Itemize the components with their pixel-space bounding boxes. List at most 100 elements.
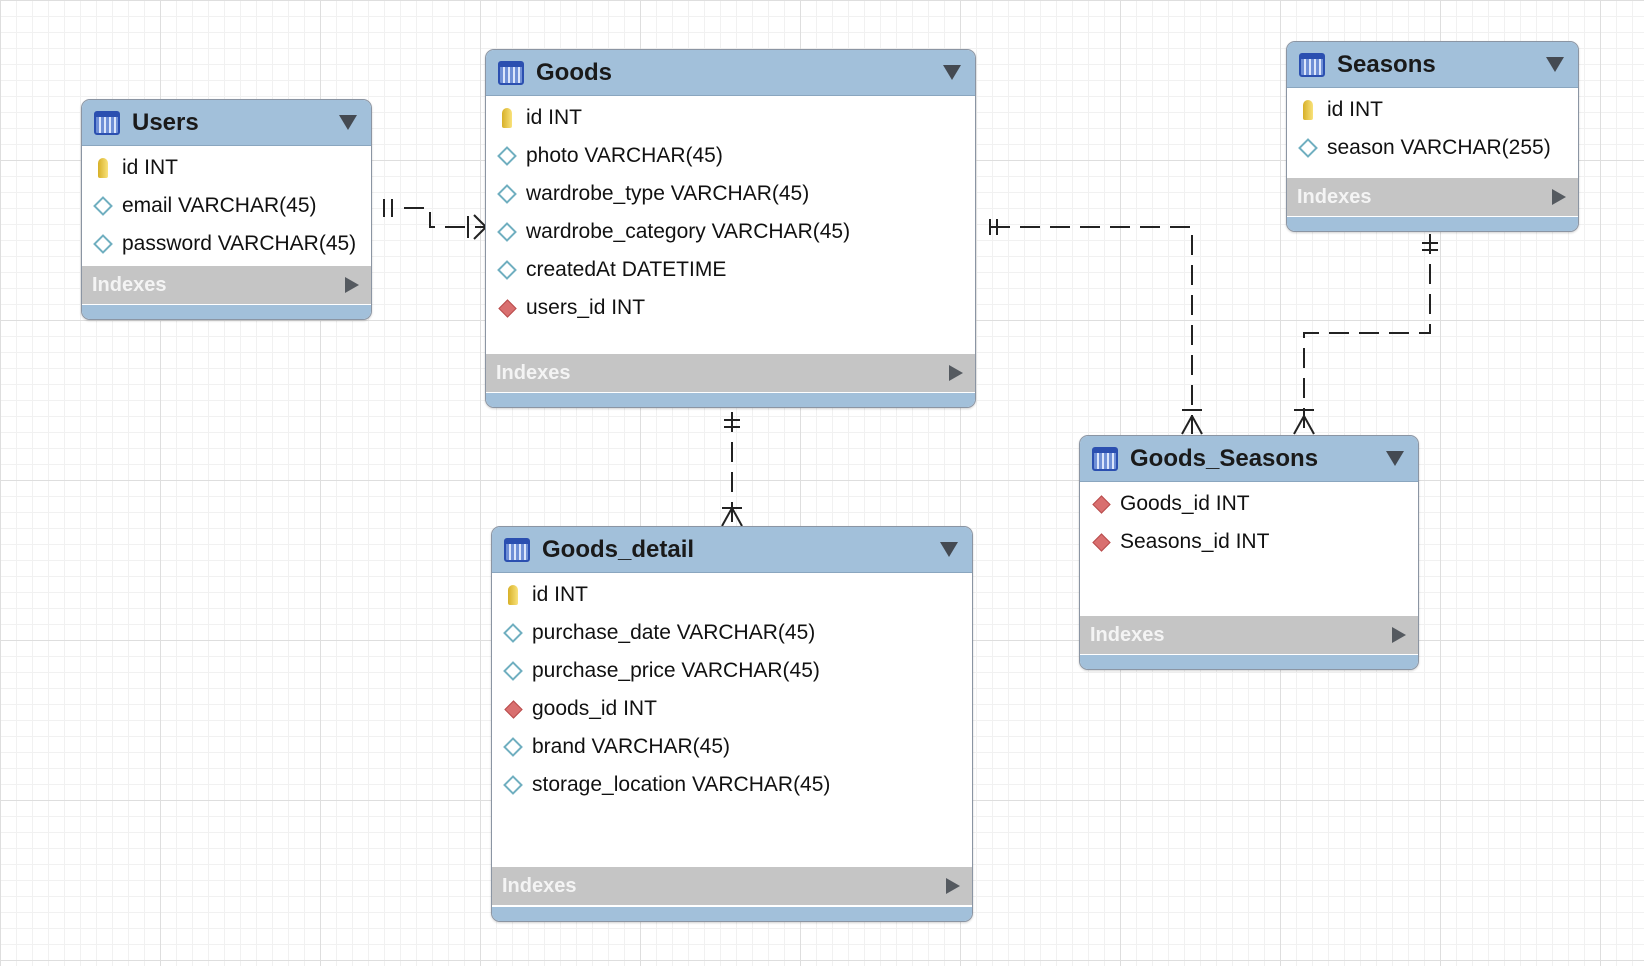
collapse-arrow-icon[interactable]: [339, 115, 357, 130]
indexes-toggle[interactable]: Indexes: [1080, 616, 1418, 654]
column-row-seasons-id[interactable]: Seasons_id INT: [1080, 523, 1418, 561]
entity-users[interactable]: Users id INT email VARCHAR(45) password …: [81, 99, 372, 320]
column-name: Goods_id INT: [1120, 492, 1250, 515]
primary-key-icon: [502, 108, 512, 128]
relationship-users-goods[interactable]: [383, 199, 487, 240]
foreign-key-icon: [503, 699, 523, 719]
column-row-storage-location[interactable]: storage_location VARCHAR(45): [492, 766, 972, 804]
column-name: season VARCHAR(255): [1327, 136, 1551, 159]
indexes-label: Indexes: [1297, 185, 1372, 208]
column-name: createdAt DATETIME: [526, 258, 727, 281]
primary-key-icon: [508, 585, 518, 605]
collapse-arrow-icon[interactable]: [943, 65, 961, 80]
entity-users-title: Users: [132, 108, 199, 136]
table-icon: [504, 537, 530, 562]
column-row-password[interactable]: password VARCHAR(45): [82, 225, 371, 263]
column-diamond-icon: [93, 196, 113, 216]
column-row-brand[interactable]: brand VARCHAR(45): [492, 728, 972, 766]
collapse-arrow-icon[interactable]: [1386, 451, 1404, 466]
column-name: purchase_price VARCHAR(45): [532, 659, 820, 682]
indexes-label: Indexes: [496, 361, 571, 384]
expand-arrow-icon: [1552, 189, 1566, 205]
column-diamond-icon: [497, 146, 517, 166]
entity-goods-header[interactable]: Goods: [486, 50, 975, 96]
table-icon: [498, 60, 524, 85]
column-row-purchase-price[interactable]: purchase_price VARCHAR(45): [492, 652, 972, 690]
entity-goods-seasons-header[interactable]: Goods_Seasons: [1080, 436, 1418, 482]
entity-goods-detail[interactable]: Goods_detail id INT purchase_date VARCHA…: [491, 526, 973, 922]
column-row-users-id[interactable]: users_id INT: [486, 289, 975, 327]
entity-users-header[interactable]: Users: [82, 100, 371, 146]
primary-key-icon: [1303, 100, 1313, 120]
entity-footer: [486, 393, 975, 407]
indexes-toggle[interactable]: Indexes: [486, 354, 975, 392]
column-name: photo VARCHAR(45): [526, 144, 723, 167]
entity-footer: [492, 907, 972, 921]
entity-goods-detail-title: Goods_detail: [542, 535, 695, 563]
column-name: storage_location VARCHAR(45): [532, 773, 831, 796]
column-row-photo[interactable]: photo VARCHAR(45): [486, 137, 975, 175]
expand-arrow-icon: [946, 878, 960, 894]
collapse-arrow-icon[interactable]: [940, 542, 958, 557]
column-row-goods-id[interactable]: Goods_id INT: [1080, 485, 1418, 523]
entity-seasons-header[interactable]: Seasons: [1287, 42, 1578, 88]
column-row-season[interactable]: season VARCHAR(255): [1287, 129, 1578, 167]
entity-footer: [1080, 655, 1418, 669]
column-name: wardrobe_category VARCHAR(45): [526, 220, 851, 243]
indexes-label: Indexes: [1090, 623, 1165, 646]
column-diamond-icon: [497, 184, 517, 204]
entity-goods-seasons[interactable]: Goods_Seasons Goods_id INT Seasons_id IN…: [1079, 435, 1419, 670]
indexes-toggle[interactable]: Indexes: [1287, 178, 1578, 216]
column-name: id INT: [122, 156, 179, 179]
column-name: email VARCHAR(45): [122, 194, 317, 217]
table-icon: [94, 110, 120, 135]
column-diamond-icon: [497, 222, 517, 242]
column-name: password VARCHAR(45): [122, 232, 357, 255]
column-row-goods-id[interactable]: goods_id INT: [492, 690, 972, 728]
relationship-seasons-goods-seasons[interactable]: [1293, 234, 1438, 435]
indexes-label: Indexes: [502, 874, 577, 897]
column-row-id[interactable]: id INT: [1287, 91, 1578, 129]
column-name: users_id INT: [526, 296, 646, 319]
indexes-toggle[interactable]: Indexes: [492, 867, 972, 905]
column-row-id[interactable]: id INT: [486, 99, 975, 137]
indexes-toggle[interactable]: Indexes: [82, 266, 371, 304]
primary-key-icon: [98, 158, 108, 178]
table-icon: [1092, 446, 1118, 471]
column-row-created-at[interactable]: createdAt DATETIME: [486, 251, 975, 289]
relationship-goods-goods-detail[interactable]: [721, 412, 743, 527]
table-icon: [1299, 52, 1325, 77]
entity-goods[interactable]: Goods id INT photo VARCHAR(45) wardrobe_…: [485, 49, 976, 408]
expand-arrow-icon: [1392, 627, 1406, 643]
column-row-purchase-date[interactable]: purchase_date VARCHAR(45): [492, 614, 972, 652]
column-diamond-icon: [497, 260, 517, 280]
column-diamond-icon: [93, 234, 113, 254]
column-diamond-icon: [503, 661, 523, 681]
column-name: goods_id INT: [532, 697, 657, 720]
column-diamond-icon: [503, 623, 523, 643]
column-name: id INT: [532, 583, 589, 606]
column-diamond-icon: [503, 737, 523, 757]
collapse-arrow-icon[interactable]: [1546, 57, 1564, 72]
entity-footer: [82, 305, 371, 319]
expand-arrow-icon: [345, 277, 359, 293]
column-diamond-icon: [503, 775, 523, 795]
entity-goods-title: Goods: [536, 58, 612, 86]
foreign-key-icon: [1091, 494, 1111, 514]
column-diamond-icon: [1298, 138, 1318, 158]
column-row-wardrobe-category[interactable]: wardrobe_category VARCHAR(45): [486, 213, 975, 251]
indexes-label: Indexes: [92, 273, 167, 296]
column-row-id[interactable]: id INT: [492, 576, 972, 614]
column-row-email[interactable]: email VARCHAR(45): [82, 187, 371, 225]
relationship-goods-goods-seasons[interactable]: [989, 219, 1203, 435]
column-row-id[interactable]: id INT: [82, 149, 371, 187]
entity-footer: [1287, 217, 1578, 231]
column-name: id INT: [526, 106, 583, 129]
entity-goods-detail-header[interactable]: Goods_detail: [492, 527, 972, 573]
entity-goods-seasons-title: Goods_Seasons: [1130, 444, 1319, 472]
column-row-wardrobe-type[interactable]: wardrobe_type VARCHAR(45): [486, 175, 975, 213]
foreign-key-icon: [497, 298, 517, 318]
entity-seasons[interactable]: Seasons id INT season VARCHAR(255) Index…: [1286, 41, 1579, 232]
column-name: purchase_date VARCHAR(45): [532, 621, 816, 644]
